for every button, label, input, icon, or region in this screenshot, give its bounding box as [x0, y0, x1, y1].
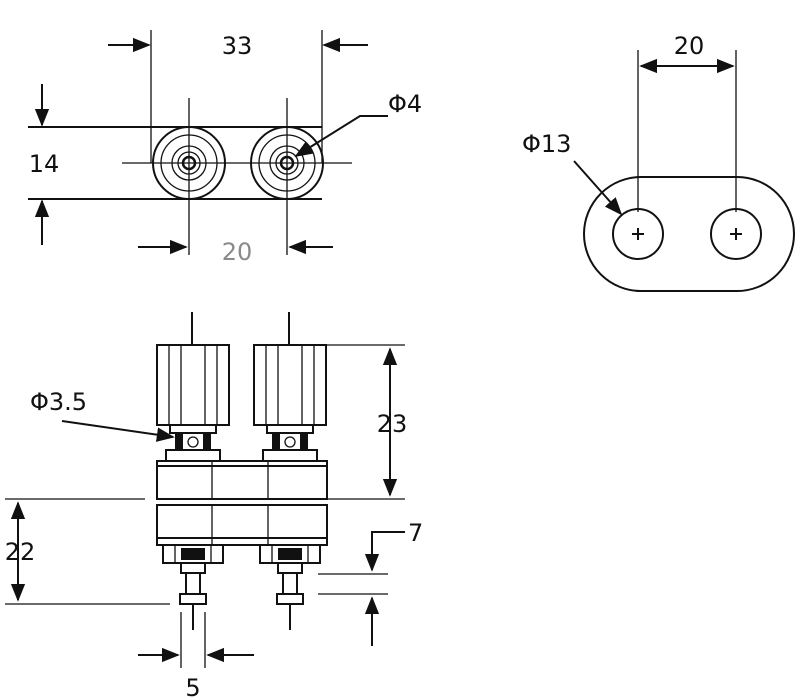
dim-height: 14 [29, 150, 60, 178]
base-plate-lower [156, 504, 328, 546]
dim-cutout-hole: Φ13 [522, 130, 571, 158]
top-view: 33 14 20 Φ4 [28, 30, 422, 266]
pin-right [259, 544, 321, 630]
dim-upper-height: 23 [377, 410, 408, 438]
base-plate-upper [156, 460, 328, 500]
terminal-disc-right [250, 126, 324, 200]
side-view: 23 22 7 5 Φ3.5 [5, 312, 423, 700]
terminal-disc-left [152, 126, 226, 200]
dim-pin-length: 7 [408, 519, 423, 547]
knob-left [156, 344, 230, 462]
dim-pitch: 20 [222, 238, 253, 266]
panel-cutout: 20 Φ13 [522, 32, 795, 292]
pin-left [162, 544, 224, 630]
dim-pin-spacing: 5 [185, 674, 200, 700]
leader-cutout-hole [573, 160, 623, 216]
cutout-outline [583, 176, 795, 292]
dim-cutout-pitch: 20 [674, 32, 705, 60]
dim-knob-dia: Φ3.5 [30, 388, 87, 416]
dim-lower-height: 22 [5, 538, 36, 566]
dim-arrow-pin-length-top [364, 531, 405, 572]
dim-width: 33 [222, 32, 253, 60]
leader-hole [294, 115, 388, 157]
leader-knob-dia [61, 420, 175, 442]
dim-hole: Φ4 [388, 90, 422, 118]
knob-right [253, 344, 327, 462]
